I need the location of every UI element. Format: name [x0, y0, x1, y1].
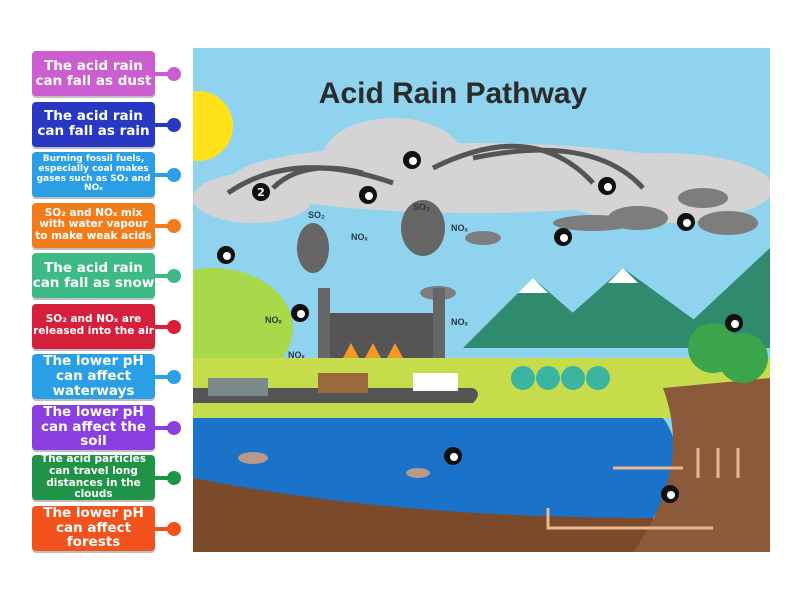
draggable-label[interactable]: The lower pH can affect the soil — [32, 403, 155, 450]
label-pin-dot[interactable] — [167, 218, 181, 233]
label-text: The acid rain can fall as rain — [37, 108, 150, 139]
nox-label: NOₓ — [451, 317, 469, 327]
label-pin-dot[interactable] — [167, 269, 181, 283]
label-connector — [155, 526, 173, 531]
label-text: The lower pH can affect forests — [43, 504, 144, 551]
label-text: Burning fossil fuels, especially coal ma… — [36, 153, 151, 194]
label-connector — [155, 72, 173, 76]
so2-label: SO₂ — [308, 210, 325, 220]
label-connector — [155, 425, 173, 430]
label-pin-dot[interactable] — [167, 420, 181, 435]
drop-target-hotspot[interactable] — [291, 304, 309, 322]
drop-target-hotspot[interactable] — [598, 177, 616, 195]
draggable-label[interactable]: The acid rain can fall as snow — [32, 253, 155, 298]
draggable-label[interactable]: Burning fossil fuels, especially coal ma… — [32, 152, 155, 197]
drop-target-hotspot[interactable] — [444, 447, 462, 465]
label-pin-dot[interactable] — [167, 521, 181, 536]
label-text: The lower pH can affect waterways — [43, 353, 144, 399]
label-connector — [155, 223, 173, 228]
so2-label: SO₂ — [413, 202, 430, 212]
label-text: SO₂ and NOₓ mix with water vapour to mak… — [35, 206, 152, 242]
nox-label: NOₓ — [351, 232, 369, 242]
diagram-title: Acid Rain Pathway — [319, 77, 588, 110]
label-text: The acid rain can fall as dust — [35, 57, 152, 89]
mountains — [463, 248, 770, 348]
label-connector — [155, 173, 173, 177]
draggable-label[interactable]: The lower pH can affect forests — [32, 504, 155, 551]
draggable-label[interactable]: The acid rain can fall as rain — [32, 101, 155, 147]
nox-label: NOₓ — [265, 315, 283, 325]
draggable-label[interactable]: SO₂ and NOₓ are released into the air — [32, 303, 155, 349]
drop-target-hotspot[interactable] — [661, 485, 679, 503]
label-text: The acid rain can fall as snow — [32, 259, 155, 291]
drop-target-hotspot[interactable] — [217, 246, 235, 264]
drop-target-hotspot[interactable] — [677, 213, 695, 231]
diagram-illustration: Acid Rain Pathway — [133, 48, 773, 552]
water — [193, 418, 676, 518]
dark-clouds — [420, 188, 758, 300]
label-connector — [155, 375, 173, 379]
label-pin-dot[interactable] — [167, 319, 181, 334]
label-connector — [155, 476, 173, 480]
drop-target-hotspot[interactable] — [359, 186, 377, 204]
arrows — [226, 143, 645, 196]
label-pin-dot[interactable] — [167, 117, 181, 132]
label-pin-dot[interactable] — [167, 471, 181, 485]
label-connector — [155, 122, 173, 127]
label-text: The acid particles can travel long dista… — [40, 453, 147, 501]
draggable-label[interactable]: The lower pH can affect waterways — [32, 354, 155, 399]
drop-target-hotspot[interactable] — [554, 228, 572, 246]
acid-rain-diagram: Acid Rain Pathway — [133, 48, 773, 552]
draggable-label[interactable]: The acid particles can travel long dista… — [32, 453, 155, 501]
nox-label: NOₓ — [288, 350, 306, 360]
nox-label: NOₓ — [451, 223, 469, 233]
number-marker — [252, 183, 270, 201]
label-pin-dot[interactable] — [167, 67, 181, 81]
label-pin-dot[interactable] — [167, 168, 181, 182]
drop-target-hotspot[interactable] — [403, 151, 421, 169]
drop-target-hotspot[interactable] — [725, 314, 743, 332]
label-connector — [155, 274, 173, 278]
draggable-label[interactable]: SO₂ and NOₓ mix with water vapour to mak… — [32, 202, 155, 248]
label-connector — [155, 324, 173, 329]
label-text: The lower pH can affect the soil — [40, 403, 146, 450]
soil — [193, 478, 673, 552]
draggable-label[interactable]: The acid rain can fall as dust — [32, 51, 155, 96]
label-text: SO₂ and NOₓ are released into the air — [33, 313, 154, 337]
label-pin-dot[interactable] — [167, 370, 181, 384]
number-marker-text: 2 — [257, 186, 265, 199]
